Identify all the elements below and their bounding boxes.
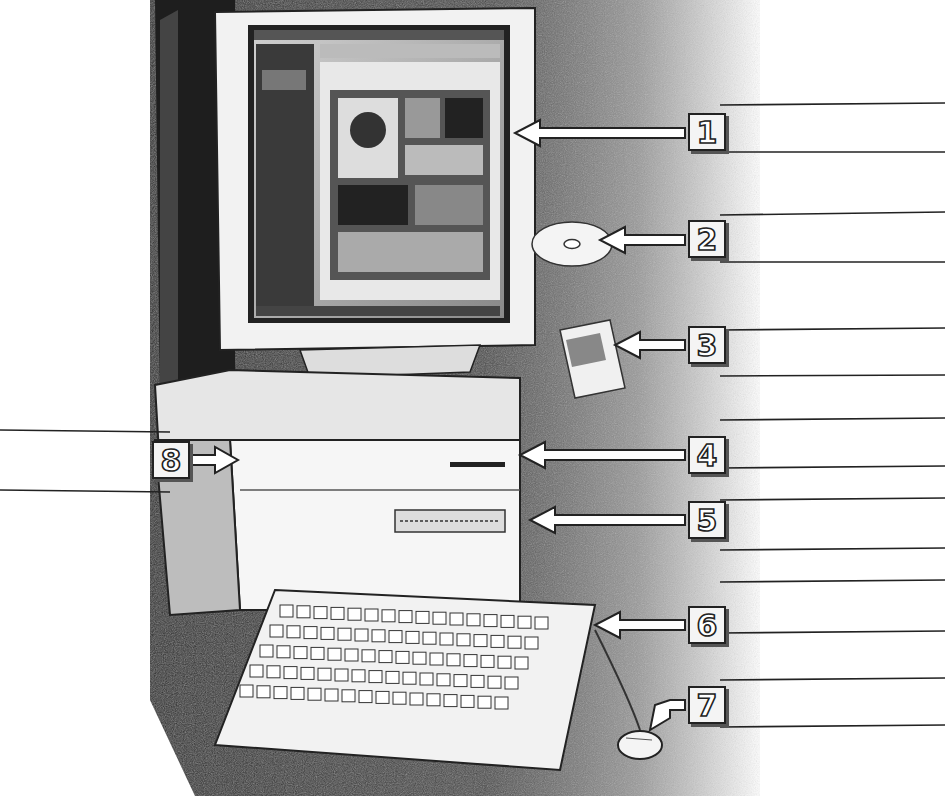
- key: [325, 689, 338, 701]
- key: [474, 635, 487, 647]
- callout-number: 6: [688, 606, 726, 644]
- key: [284, 667, 297, 679]
- key: [413, 652, 426, 664]
- key: [420, 673, 433, 685]
- key: [376, 691, 389, 703]
- key: [457, 634, 470, 646]
- key: [328, 648, 341, 660]
- key: [250, 665, 263, 677]
- key: [304, 627, 317, 639]
- key: [270, 625, 283, 637]
- key: [342, 690, 355, 702]
- callout-number: 4: [688, 436, 726, 474]
- key: [433, 612, 446, 624]
- key: [525, 637, 538, 649]
- callout-number: 2: [688, 220, 726, 258]
- key: [355, 629, 368, 641]
- key: [406, 631, 419, 643]
- key: [403, 672, 416, 684]
- key: [359, 691, 372, 703]
- key: [345, 649, 358, 661]
- key: [297, 606, 310, 618]
- key: [495, 697, 508, 709]
- key: [484, 615, 497, 627]
- key: [311, 647, 324, 659]
- callout-number: 8: [152, 441, 190, 479]
- key: [240, 685, 253, 697]
- callout-number: 1: [688, 113, 726, 151]
- key: [301, 667, 314, 679]
- key: [488, 676, 501, 688]
- key: [372, 630, 385, 642]
- key: [444, 695, 457, 707]
- key: [257, 686, 270, 698]
- key: [396, 651, 409, 663]
- key: [447, 654, 460, 666]
- key: [318, 668, 331, 680]
- key: [467, 614, 480, 626]
- key: [430, 653, 443, 665]
- key: [267, 666, 280, 678]
- pointer-arrows: [192, 120, 685, 730]
- key: [389, 631, 402, 643]
- key: [501, 615, 514, 627]
- answer-lines: [0, 103, 945, 727]
- key: [314, 607, 327, 619]
- key: [410, 693, 423, 705]
- key: [437, 674, 450, 686]
- key: [386, 671, 399, 683]
- key: [379, 651, 392, 663]
- key: [365, 609, 378, 621]
- keyboard: [215, 590, 640, 770]
- key: [335, 669, 348, 681]
- key: [518, 616, 531, 628]
- key: [382, 610, 395, 622]
- key: [294, 647, 307, 659]
- software-package: [560, 320, 625, 398]
- monitor: [215, 8, 535, 378]
- key: [508, 636, 521, 648]
- key: [454, 675, 467, 687]
- key: [481, 655, 494, 667]
- callout-number: 7: [688, 686, 726, 724]
- key: [362, 650, 375, 662]
- key: [450, 613, 463, 625]
- key: [399, 611, 412, 623]
- key: [498, 656, 511, 668]
- key: [352, 670, 365, 682]
- key: [491, 635, 504, 647]
- key: [338, 628, 351, 640]
- key: [427, 694, 440, 706]
- key: [416, 611, 429, 623]
- key: [471, 675, 484, 687]
- key: [308, 688, 321, 700]
- dark-backdrop: [150, 0, 760, 796]
- callout-number: 3: [688, 326, 726, 364]
- key: [331, 607, 344, 619]
- key: [291, 687, 304, 699]
- system-unit: [155, 370, 520, 615]
- callout-number: 5: [688, 501, 726, 539]
- key: [464, 655, 477, 667]
- key: [393, 692, 406, 704]
- key: [274, 687, 287, 699]
- key: [515, 657, 528, 669]
- key: [440, 633, 453, 645]
- compact-disc: [532, 222, 612, 266]
- key: [423, 632, 436, 644]
- key: [505, 677, 518, 689]
- key: [369, 671, 382, 683]
- key: [321, 627, 334, 639]
- key: [260, 645, 273, 657]
- key: [287, 626, 300, 638]
- key: [280, 605, 293, 617]
- key: [478, 696, 491, 708]
- key: [461, 695, 474, 707]
- key: [348, 608, 361, 620]
- key: [535, 617, 548, 629]
- key: [277, 646, 290, 658]
- mouse: [618, 731, 662, 759]
